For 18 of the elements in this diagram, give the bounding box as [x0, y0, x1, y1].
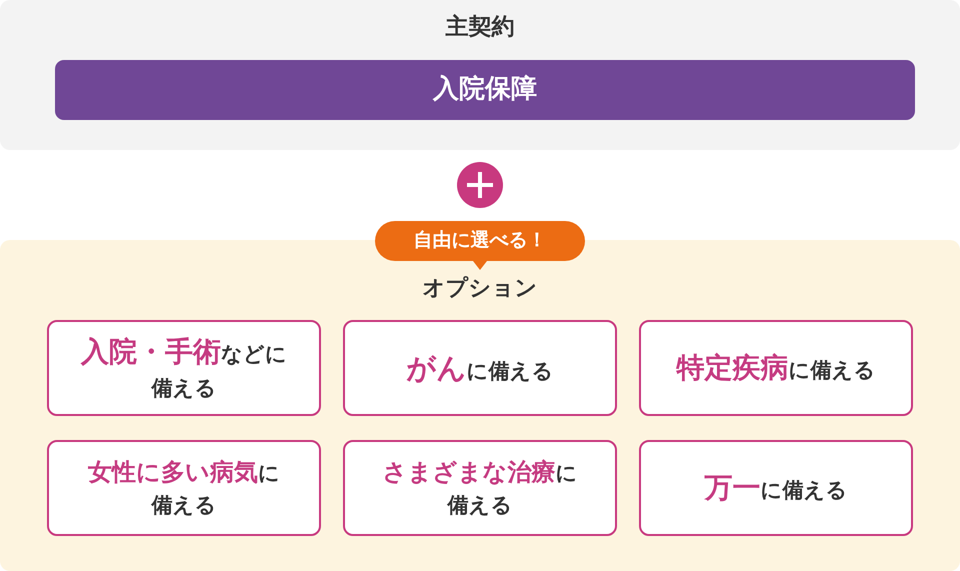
- option-text: 特定疾病に備える: [676, 350, 876, 386]
- option-card: [343, 320, 617, 416]
- bubble-text: 自由に選べる！: [414, 229, 546, 252]
- section-heading: オプション: [422, 276, 538, 302]
- option-card: [47, 440, 321, 536]
- option-text: さまざまな治療に備える: [382, 457, 578, 520]
- option-card: [343, 440, 617, 536]
- option-text: 女性に多い病気に備える: [87, 457, 281, 520]
- option-text: がんに備える: [406, 350, 554, 387]
- option-text: 入院・手術などに備える: [80, 334, 288, 402]
- option-card: [639, 320, 913, 416]
- coverage-bar: [55, 60, 915, 120]
- option-text: 万一に備える: [704, 470, 848, 506]
- section-heading: 主契約: [446, 14, 514, 42]
- option-card: [47, 320, 321, 416]
- option-card: [639, 440, 913, 536]
- section-panel: [0, 0, 960, 150]
- coverage-title: 入院保障: [433, 74, 537, 106]
